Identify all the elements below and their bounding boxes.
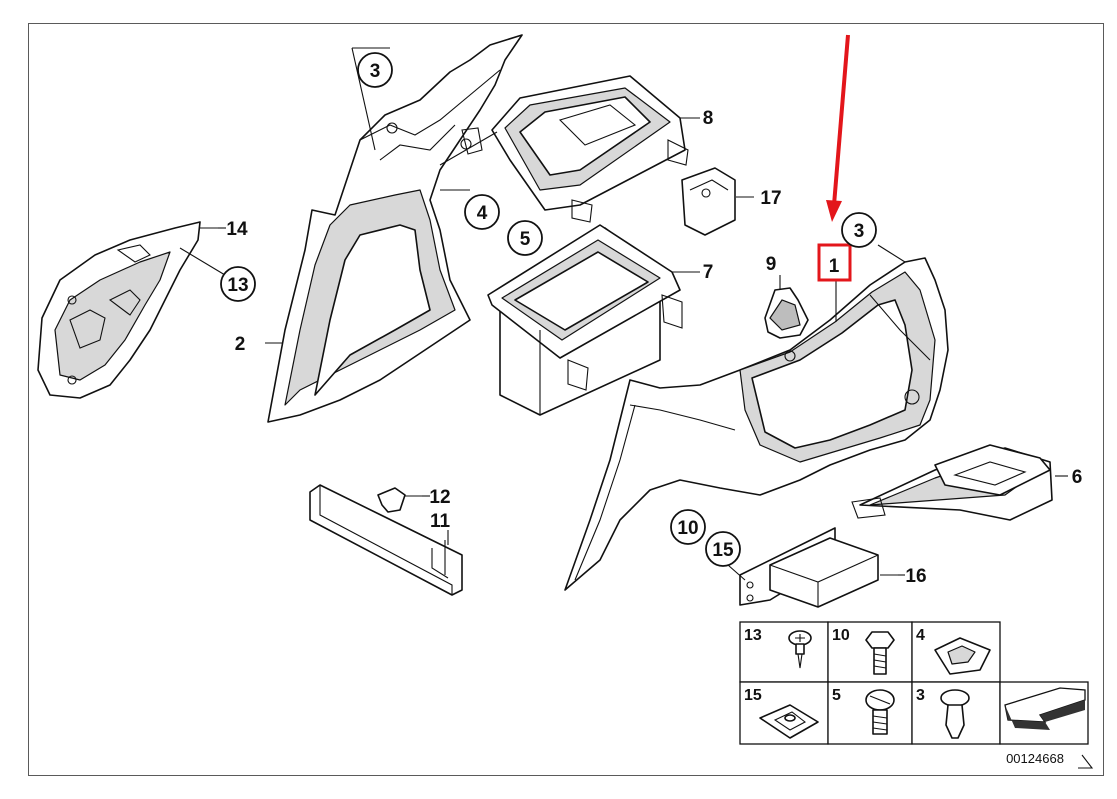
part-9-clip xyxy=(764,287,809,339)
label-14: 14 xyxy=(226,219,248,240)
highlight-box-part-1 xyxy=(817,243,852,282)
legend-15: 15 xyxy=(744,687,762,704)
legend-3: 3 xyxy=(916,687,925,704)
part-17-cover xyxy=(681,167,736,236)
part-2-left-trim-panel xyxy=(267,34,523,423)
corner-mark xyxy=(1078,754,1094,769)
callout-3a: 3 xyxy=(370,61,381,82)
callout-10-circle xyxy=(670,509,706,545)
callout-3a-circle xyxy=(357,52,393,88)
part-11-rail xyxy=(309,484,463,596)
callout-3b-circle xyxy=(841,212,877,248)
legend-5: 5 xyxy=(832,687,841,704)
part-1-right-trim-panel xyxy=(564,257,949,591)
label-11: 11 xyxy=(430,511,451,532)
label-6: 6 xyxy=(1072,467,1083,488)
part-12-clip xyxy=(377,487,406,513)
callout-10: 10 xyxy=(677,518,698,539)
fastener-legend: 13 10 4 15 5 3 xyxy=(739,621,1089,745)
label-7: 7 xyxy=(703,262,714,283)
direction-arrow-icon xyxy=(1004,687,1086,730)
clip-nut-4-icon xyxy=(934,637,991,675)
part-16-module xyxy=(739,527,879,608)
screw-13-icon xyxy=(788,630,812,669)
callout-5-circle xyxy=(507,220,543,256)
label-1: 1 xyxy=(829,256,840,277)
label-dashes xyxy=(218,227,905,576)
label-16: 16 xyxy=(905,566,926,587)
callout-15: 15 xyxy=(712,540,734,561)
clip-nut-15-icon xyxy=(759,704,819,739)
part-14-side-panel xyxy=(37,221,201,399)
callout-13-circle xyxy=(220,266,256,302)
legend-13: 13 xyxy=(744,627,762,644)
part-7-storage-box xyxy=(487,224,683,416)
part-8-storage-tray xyxy=(491,75,689,223)
screw-5-icon xyxy=(865,689,895,735)
rivet-3-icon xyxy=(940,689,970,739)
legend-10: 10 xyxy=(832,627,850,644)
callout-4: 4 xyxy=(477,203,488,224)
label-17: 17 xyxy=(760,188,781,209)
label-2: 2 xyxy=(235,334,246,355)
callout-3b: 3 xyxy=(854,221,865,242)
label-12: 12 xyxy=(429,487,450,508)
highlight-arrow xyxy=(826,34,850,222)
callout-4-circle xyxy=(464,194,500,230)
callout-13: 13 xyxy=(227,275,248,296)
callout-5: 5 xyxy=(520,229,531,250)
label-8: 8 xyxy=(703,108,714,129)
legend-4: 4 xyxy=(916,627,925,644)
bolt-10-icon xyxy=(865,631,895,675)
callout-15-circle xyxy=(705,531,741,567)
part-6-tray xyxy=(851,444,1053,521)
diagram-code: 00124668 xyxy=(1006,751,1064,766)
leader-lines xyxy=(179,47,1068,581)
label-9: 9 xyxy=(766,254,777,275)
